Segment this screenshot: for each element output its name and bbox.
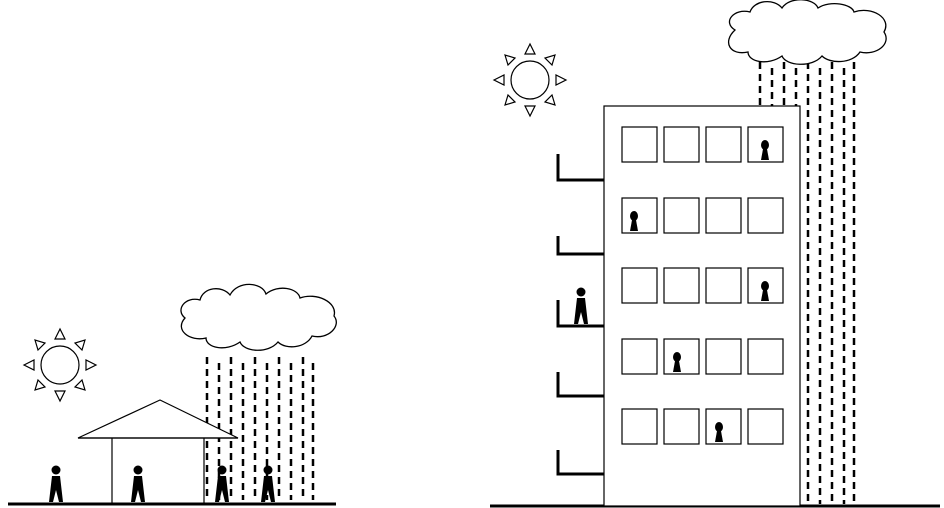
apartment-building (604, 106, 800, 506)
person-icon (131, 466, 145, 503)
house-roof (78, 400, 238, 438)
person-icon (574, 288, 588, 325)
window (664, 127, 699, 162)
window (622, 198, 657, 233)
cloud-icon (729, 0, 887, 64)
window (706, 127, 741, 162)
scene-low-rise (8, 284, 336, 504)
window (706, 268, 741, 303)
window (622, 268, 657, 303)
house (78, 400, 238, 503)
window (706, 198, 741, 233)
window (748, 409, 783, 444)
window (664, 198, 699, 233)
person-icon (215, 466, 229, 503)
balconies (558, 154, 604, 474)
window (748, 339, 783, 374)
window (622, 409, 657, 444)
window (706, 409, 741, 444)
window (706, 339, 741, 374)
sun-icon (494, 44, 566, 116)
scene-high-rise (490, 0, 940, 506)
balcony (558, 154, 604, 180)
balcony (558, 450, 604, 474)
window (748, 198, 783, 233)
window (622, 127, 657, 162)
balcony (558, 372, 604, 396)
person-icon (49, 466, 63, 503)
cloud-icon (181, 284, 336, 350)
window (622, 339, 657, 374)
window (664, 409, 699, 444)
balcony (558, 236, 604, 254)
sun-icon (24, 329, 96, 401)
window (664, 268, 699, 303)
window (664, 339, 699, 374)
